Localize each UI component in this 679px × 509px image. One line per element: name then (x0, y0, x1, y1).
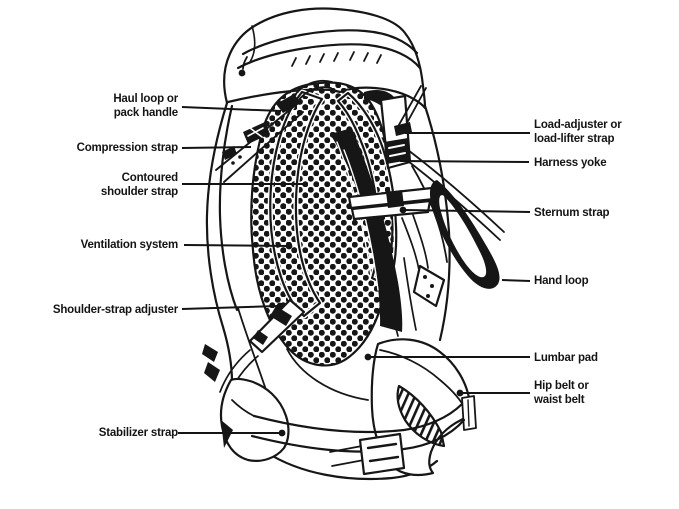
hand-loop (412, 180, 500, 308)
label-harness-yoke: Harness yoke (534, 157, 607, 169)
lid-outline (223, 7, 427, 110)
lid-zipper-pull (238, 56, 248, 77)
label-shoulder-strap-adjuster: Shoulder-strap adjuster (52, 304, 178, 316)
left-shoulder-strap (248, 89, 325, 354)
lumbar-pad-hatch (396, 384, 446, 448)
label-compression-strap: Compression strap (76, 142, 179, 154)
hip-belt-webbing (231, 399, 466, 476)
label-hand-loop: Hand loop (534, 275, 589, 287)
label-stabilizer-strap: Stabilizer strap (98, 427, 178, 439)
label-load-adjuster: Load-adjuster or load-lifter strap (534, 119, 622, 145)
left-hip-wing (219, 377, 290, 462)
leader-lines (178, 106, 531, 437)
compression-strap (215, 103, 304, 183)
label-hip-belt: Hip belt or waist belt (534, 380, 589, 406)
sternum-strap (347, 186, 436, 271)
lid-stitch-ticks (291, 51, 382, 67)
label-ventilation-system: Ventilation system (80, 239, 179, 251)
label-haul-loop: Haul loop or pack handle (113, 93, 178, 119)
label-sternum-strap: Sternum strap (534, 207, 610, 219)
label-contoured-shoulder-strap: Contoured shoulder strap (100, 172, 178, 198)
label-lumbar-pad: Lumbar pad (534, 352, 598, 364)
